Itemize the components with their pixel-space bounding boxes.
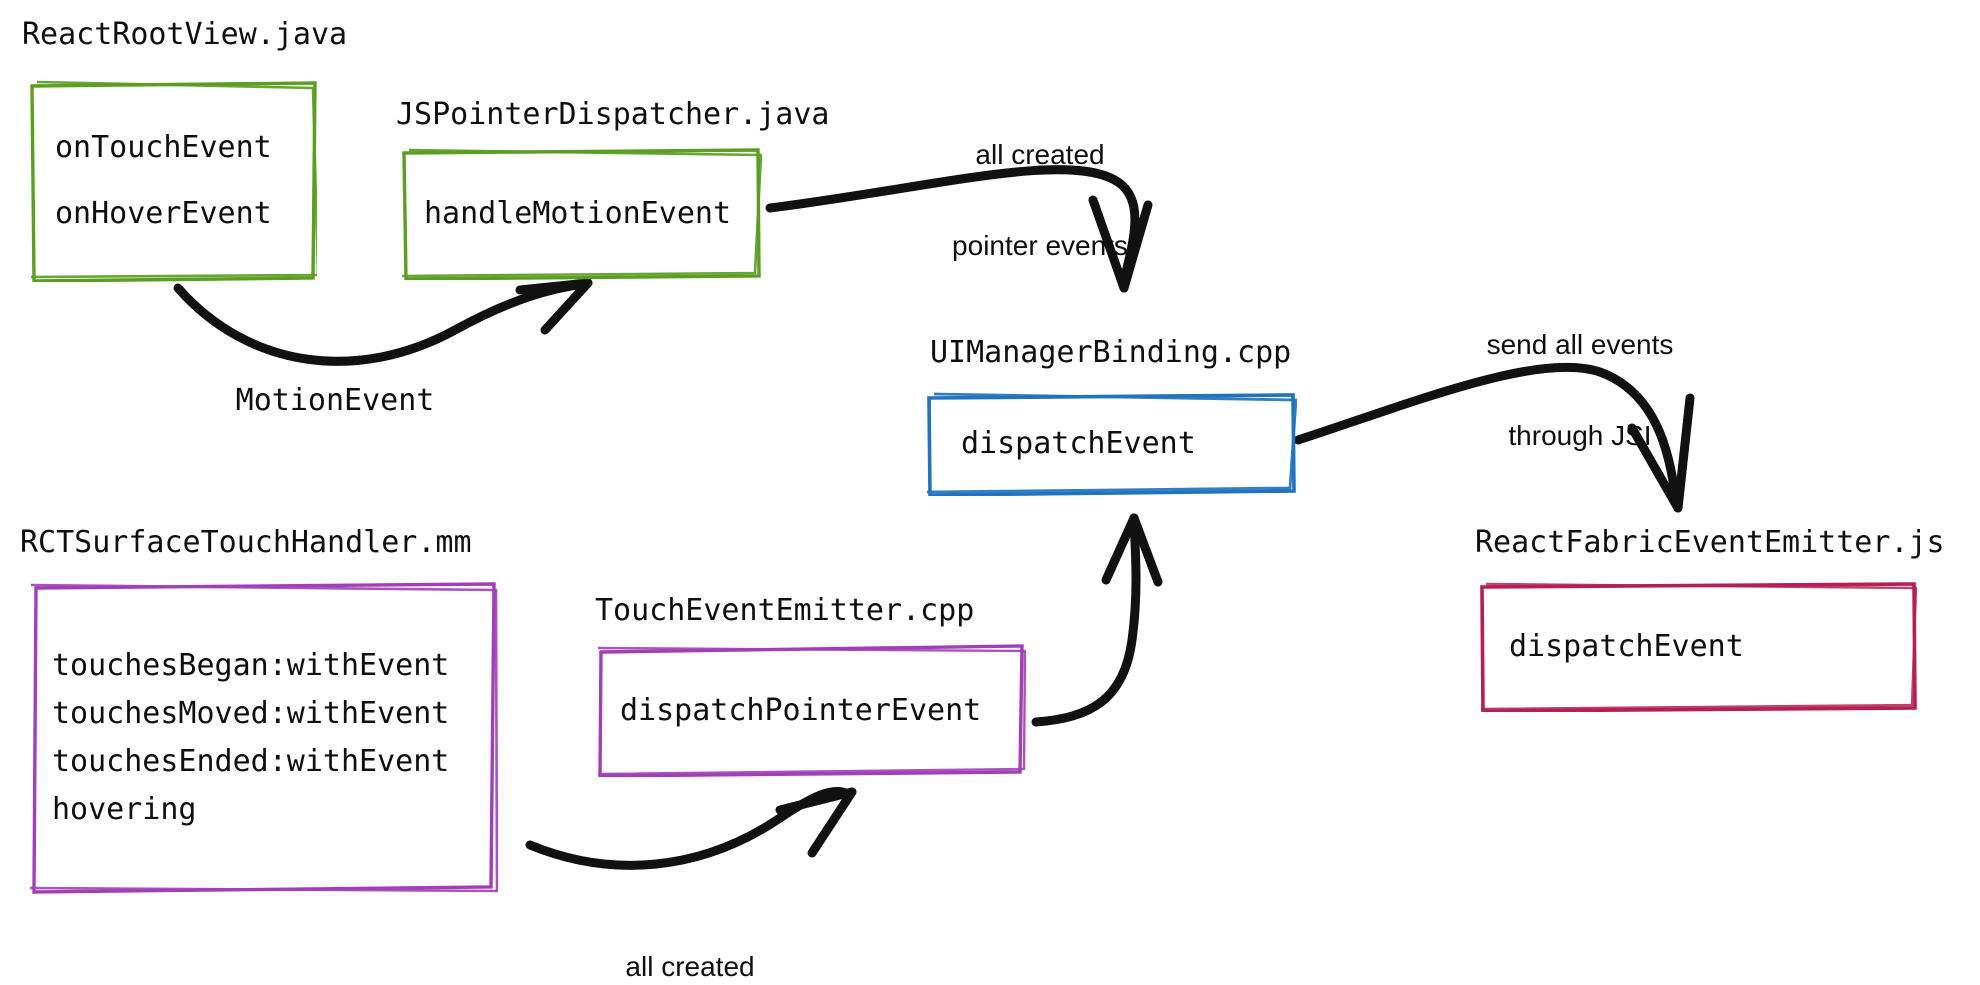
edge-label-line-1: send all events	[1486, 329, 1674, 361]
node-line-touches-moved: touchesMoved:withEvent	[52, 696, 450, 731]
node-title-rct-surface-touch-handler: RCTSurfaceTouchHandler.mm	[20, 525, 472, 560]
edge-label-line-2: through JSI	[1508, 420, 1652, 452]
node-box-rct-surface-touch-handler[interactable]: touchesBegan:withEvent touchesMoved:with…	[28, 582, 498, 894]
node-title-react-fabric-event-emitter: ReactFabricEventEmitter.js	[1475, 525, 1945, 560]
node-line-dispatch-event-js: dispatchEvent	[1509, 629, 1744, 664]
node-title-ui-manager-binding: UIManagerBinding.cpp	[930, 335, 1292, 370]
node-line-on-touch-event: onTouchEvent	[55, 130, 272, 165]
node-box-ui-manager-binding[interactable]: dispatchEvent	[925, 392, 1297, 496]
node-box-react-fabric-event-emitter[interactable]: dispatchEvent	[1479, 582, 1917, 712]
node-box-js-pointer-dispatcher[interactable]: handleMotionEvent	[400, 148, 762, 280]
node-line-touches-began: touchesBegan:withEvent	[52, 648, 450, 683]
node-line-hovering: hovering	[52, 792, 197, 827]
edge-label-motion-event: MotionEvent	[235, 383, 435, 418]
node-line-handle-motion-event: handleMotionEvent	[424, 196, 732, 231]
node-line-on-hover-event: onHoverEvent	[55, 196, 272, 231]
arrow-motion-event	[173, 278, 593, 366]
edge-label-android-pointer-events: all created pointer events	[900, 80, 1180, 322]
edge-label-line-2: pointer events	[952, 230, 1128, 262]
edge-label-jsi-dispatch: send all events through JSI	[1435, 270, 1725, 512]
node-box-react-root-view[interactable]: onTouchEvent onHoverEvent	[29, 80, 317, 282]
edge-label-line-1: all created	[625, 951, 755, 983]
edge-label-ios-touches: all created pointer events	[545, 892, 835, 985]
node-line-dispatch-pointer-event: dispatchPointerEvent	[620, 692, 982, 728]
node-title-touch-event-emitter: TouchEventEmitter.cpp	[595, 593, 975, 628]
node-line-touches-ended: touchesEnded:withEvent	[52, 744, 450, 779]
node-title-react-root-view: ReactRootView.java	[22, 17, 348, 52]
arrow-ios-touches	[525, 787, 857, 870]
node-box-touch-event-emitter[interactable]: dispatchPointerEvent	[596, 644, 1026, 777]
edge-label-line-1: all created	[975, 139, 1105, 171]
node-title-js-pointer-dispatcher: JSPointerDispatcher.java	[396, 97, 830, 132]
node-line-dispatch-event-cpp: dispatchEvent	[961, 426, 1196, 461]
arrow-ios-pointer-events	[1031, 513, 1163, 727]
